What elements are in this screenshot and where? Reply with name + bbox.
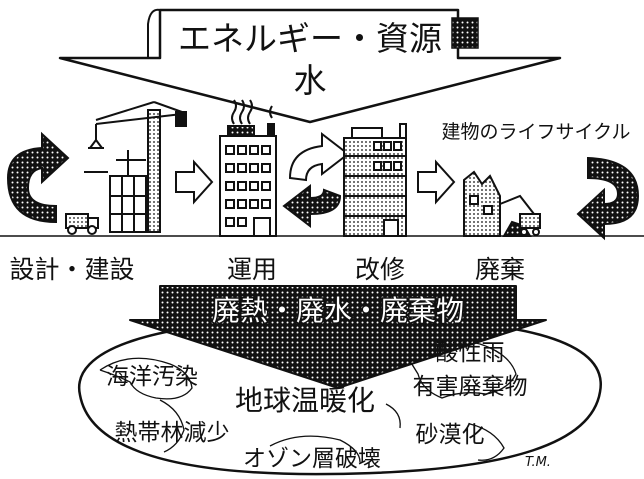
construction-illustration xyxy=(65,101,187,235)
globe-illustration xyxy=(77,316,602,476)
renovation-loop-arrows xyxy=(282,131,350,229)
arrow-to-demolition xyxy=(417,159,456,205)
loop-arrow-right xyxy=(576,156,640,241)
stage-label-operation: 運用 xyxy=(227,255,277,284)
impact-global-warming: 地球温暖化 xyxy=(235,384,375,417)
lifecycle-label: 建物のライフサイクル xyxy=(441,121,630,143)
impact-deforestation: 熱帯林減少 xyxy=(115,420,230,446)
input-arrow-line2: 水 xyxy=(294,61,327,100)
stage-label-renovation: 改修 xyxy=(355,255,405,284)
arrow-to-operation xyxy=(175,159,214,205)
output-arrow-label: 廃熱・廃水・廃棄物 xyxy=(212,294,464,327)
output-arrow: 廃熱・廃水・廃棄物 xyxy=(129,285,547,389)
impact-hazardous-waste: 有害廃棄物 xyxy=(413,374,528,400)
input-arrow-line1: エネルギー・資源 xyxy=(178,19,442,58)
input-arrow: エネルギー・資源 水 xyxy=(58,8,562,124)
renovated-building-illustration xyxy=(343,123,407,237)
impact-desertification: 砂漠化 xyxy=(416,422,485,448)
loop-arrow-left xyxy=(6,131,70,224)
stage-label-demolition: 廃棄 xyxy=(475,255,525,284)
impact-marine-pollution: 海洋汚染 xyxy=(106,364,198,390)
impact-acid-rain: 酸性雨 xyxy=(436,340,505,366)
stage-label-construction: 設計・建設 xyxy=(9,255,134,284)
operating-building-illustration xyxy=(219,99,277,237)
artist-signature: T.M. xyxy=(525,455,551,470)
impact-ozone-depletion: オゾン層破壊 xyxy=(243,446,381,472)
demolition-illustration xyxy=(463,170,541,237)
arrow-tail-shading xyxy=(451,17,479,49)
